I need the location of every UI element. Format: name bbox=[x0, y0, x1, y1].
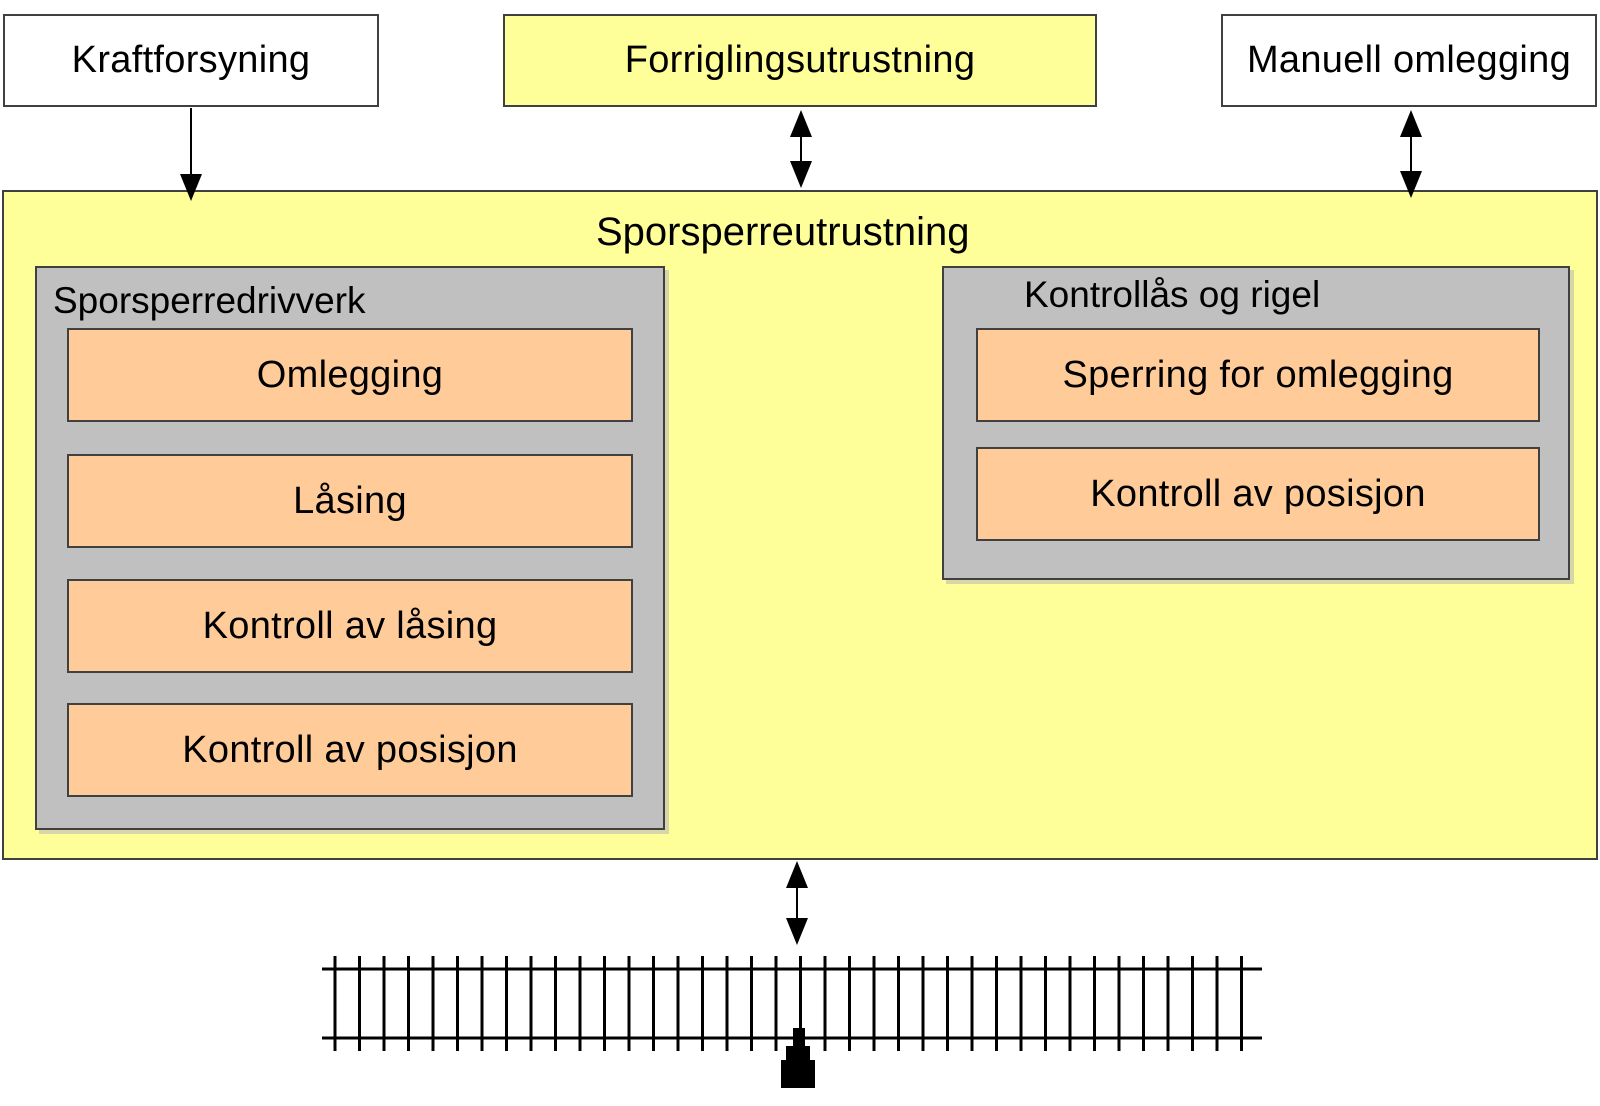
manual-double-arrow bbox=[1400, 110, 1422, 198]
interlocking-label: Forriglingsutrustning bbox=[624, 39, 976, 81]
power-arrow bbox=[180, 108, 202, 201]
function-box-switch-blocking: Sperring for omlegging bbox=[976, 328, 1540, 422]
function-label: Låsing bbox=[293, 479, 407, 522]
track-double-arrow bbox=[786, 861, 808, 945]
derailer-equipment-container: Sporsperreutrustning Sporsperredrivverk … bbox=[2, 190, 1598, 860]
manual-operation-label: Manuell omlegging bbox=[1246, 39, 1572, 81]
control-lock-title: Kontrollås og rigel bbox=[1024, 274, 1321, 315]
function-box-lock-position-check: Kontroll av posisjon bbox=[976, 447, 1540, 541]
function-label: Kontroll av posisjon bbox=[182, 728, 518, 771]
function-box-locking: Låsing bbox=[67, 454, 633, 548]
function-box-position-check: Kontroll av posisjon bbox=[67, 703, 633, 797]
function-label: Sperring for omlegging bbox=[1062, 353, 1454, 396]
function-label: Omlegging bbox=[256, 353, 444, 396]
derailer-drive-title: Sporsperredrivverk bbox=[53, 280, 366, 321]
power-supply-label: Kraftforsyning bbox=[71, 39, 311, 81]
power-supply-box: Kraftforsyning bbox=[3, 14, 379, 107]
derailer-equipment-title: Sporsperreutrustning bbox=[596, 210, 970, 254]
interlocking-double-arrow bbox=[790, 110, 812, 188]
function-label: Kontroll av posisjon bbox=[1090, 472, 1426, 515]
function-box-switching: Omlegging bbox=[67, 328, 633, 422]
function-box-lock-check: Kontroll av låsing bbox=[67, 579, 633, 673]
control-lock-group: Kontrollås og rigel Sperring for omleggi… bbox=[942, 266, 1570, 580]
manual-operation-box: Manuell omlegging bbox=[1221, 14, 1597, 107]
derailer-drive-group: Sporsperredrivverk Omlegging Låsing Kont… bbox=[35, 266, 665, 830]
interlocking-box: Forriglingsutrustning bbox=[503, 14, 1097, 107]
function-label: Kontroll av låsing bbox=[202, 604, 498, 647]
derailer-device-icon bbox=[781, 1028, 815, 1088]
railway-track-icon bbox=[322, 956, 1262, 1051]
